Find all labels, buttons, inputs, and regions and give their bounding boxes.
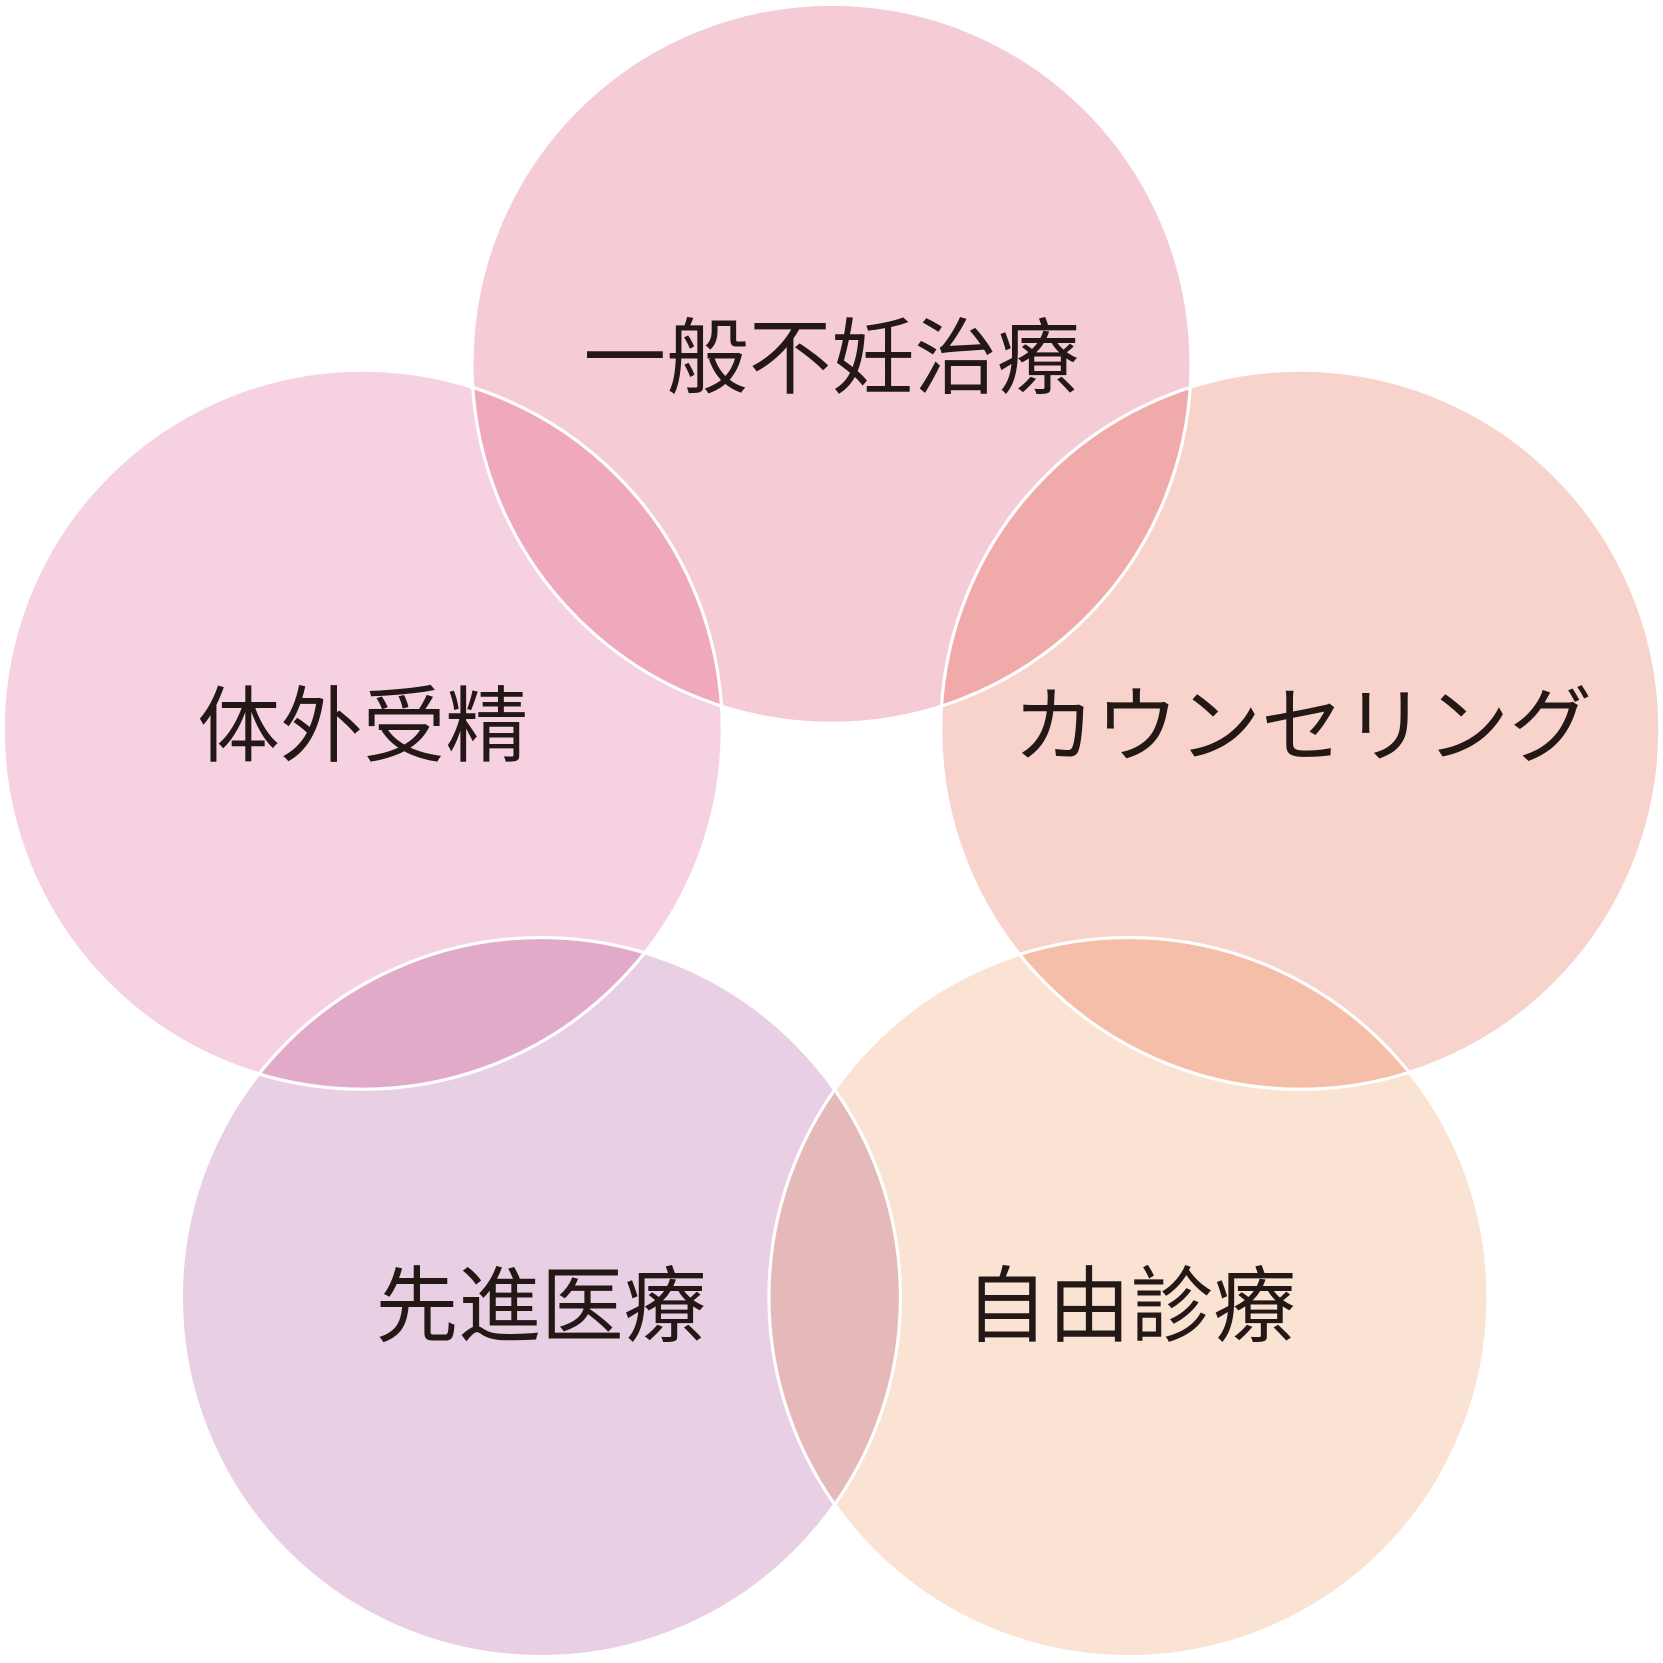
label-ivf: 体外受精: [197, 678, 528, 775]
label-general-infertility: 一般不妊治療: [583, 310, 1079, 407]
label-private-treatment: 自由診療: [965, 1258, 1296, 1355]
overlap-top-left: [471, 370, 723, 724]
label-counseling: カウンセリング: [1013, 678, 1592, 775]
circle-advanced-medicine: [181, 937, 901, 1657]
label-advanced-medicine: 先進医療: [375, 1258, 706, 1355]
overlap-top-right: [940, 370, 1192, 724]
circle-private-treatment: [768, 937, 1489, 1657]
